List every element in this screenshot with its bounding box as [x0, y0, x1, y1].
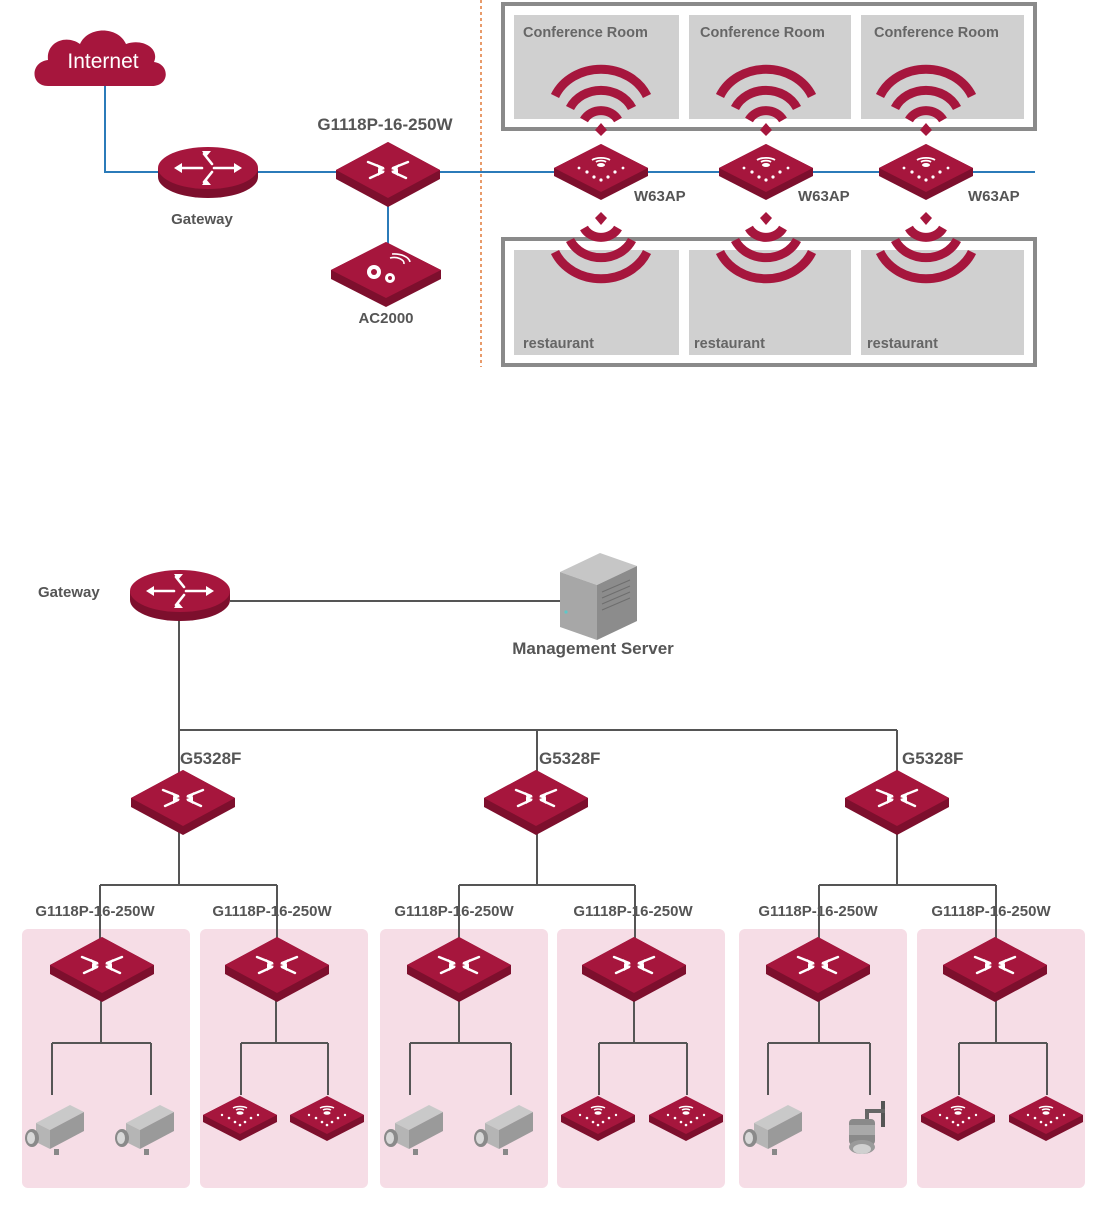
restaurant-label: restaurant	[694, 336, 765, 352]
gateway-label: Gateway	[171, 211, 233, 228]
access-switch-label: G1118P-16-250W	[931, 903, 1051, 920]
core-switch-label: G5328F	[902, 749, 963, 768]
gateway-router-icon	[156, 145, 260, 200]
access-switch-label: G1118P-16-250W	[35, 903, 155, 920]
core-switch-icon	[843, 768, 951, 837]
access-switch-label: G1118P-16-250W	[394, 903, 514, 920]
conference-room-3: Conference Room	[861, 15, 1024, 119]
ap-label: W63AP	[798, 188, 850, 205]
bottom-gateway-label: Gateway	[38, 584, 100, 601]
server-label: Management Server	[512, 639, 674, 658]
controller-label: AC2000	[358, 310, 413, 327]
core-switch-label: G5328F	[539, 749, 600, 768]
restaurant-label: restaurant	[867, 336, 938, 352]
restaurant-2: restaurant	[689, 250, 851, 355]
access-point-icon	[878, 143, 974, 201]
internet-cloud-icon: Internet	[34, 30, 166, 86]
restaurant-label: restaurant	[523, 336, 594, 352]
conference-room-label: Conference Room	[874, 25, 999, 41]
internet-gateway-switch-link	[104, 80, 440, 173]
conference-room-label: Conference Room	[523, 25, 648, 41]
top-switch-label: G1118P-16-250W	[317, 115, 453, 134]
core-switch-icon	[129, 768, 237, 837]
bottom-gateway-router-icon	[128, 568, 232, 623]
access-switch-label: G1118P-16-250W	[758, 903, 878, 920]
internet-label: Internet	[67, 50, 138, 73]
server-icon	[560, 553, 637, 640]
restaurant-1: restaurant	[514, 250, 679, 355]
controller-icon	[330, 241, 442, 308]
access-switch-label: G1118P-16-250W	[212, 903, 332, 920]
top-switch-icon	[334, 140, 442, 209]
core-switch-icon	[482, 768, 590, 837]
ap-label: W63AP	[968, 188, 1020, 205]
access-switch-label: G1118P-16-250W	[573, 903, 693, 920]
conference-room-label: Conference Room	[700, 25, 825, 41]
ap-label: W63AP	[634, 188, 686, 205]
core-switch-label: G5328F	[180, 749, 241, 768]
